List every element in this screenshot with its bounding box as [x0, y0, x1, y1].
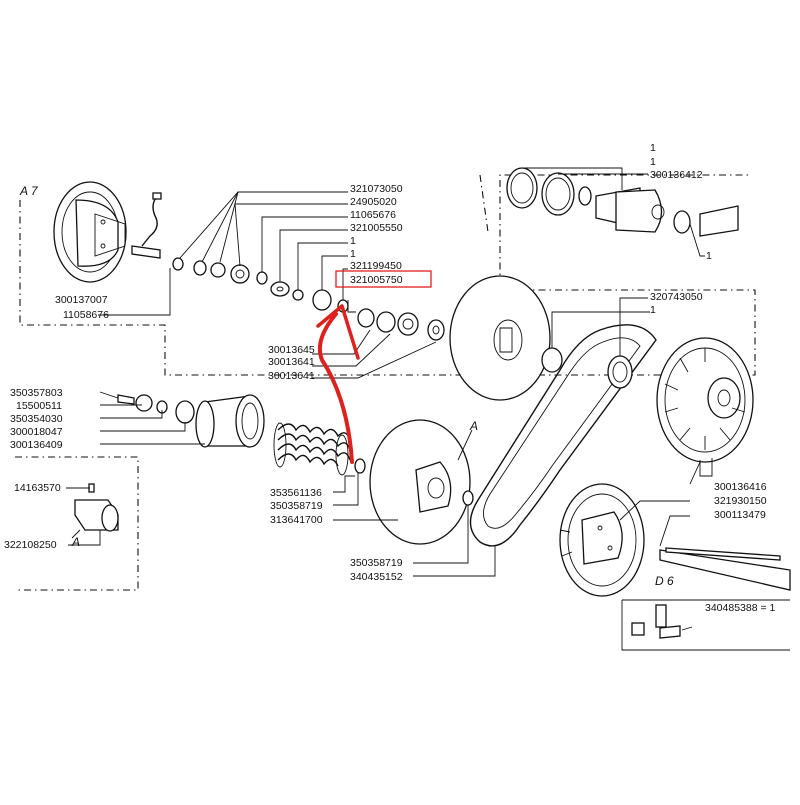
part-label: 350354030	[10, 413, 63, 425]
section-label-a-top: A	[469, 419, 478, 433]
part-label: 30013641	[268, 356, 315, 368]
highlight-arrow	[317, 312, 354, 464]
part-label: 11058676	[63, 309, 109, 321]
part-label: 300137007	[55, 294, 108, 306]
part-label-highlighted: 321005750	[350, 274, 403, 286]
coil-spring	[273, 422, 366, 476]
part-label: 14163570	[14, 482, 61, 494]
part-label: 321199450	[350, 260, 402, 272]
bushing-part	[74, 483, 119, 532]
part-label: 353561136	[270, 487, 322, 499]
part-label: 1	[650, 142, 656, 154]
part-labels: 321073050 24905020 11065676 321005550 1 …	[4, 142, 776, 614]
callout-lines-top	[98, 191, 348, 316]
highlight-box	[335, 270, 432, 288]
output-shaft	[659, 547, 791, 591]
part-label: 1	[350, 248, 356, 260]
part-label: 1	[650, 304, 656, 316]
part-label: 322108250	[4, 539, 57, 551]
section-label-a7: A 7	[19, 184, 39, 198]
part-label: 15500511	[16, 400, 62, 412]
part-label: 30013645	[268, 344, 315, 356]
drum-housing	[53, 181, 127, 283]
section-label-a-left: A	[71, 535, 80, 549]
bolt-parts-left	[117, 394, 195, 424]
part-label: 350358719	[350, 557, 403, 569]
part-label: 340485388 = 1	[705, 602, 776, 614]
highlight-arrow-head	[316, 304, 360, 360]
part-label: 300136409	[10, 439, 63, 451]
fan-pulley	[656, 337, 754, 477]
kit-box	[621, 599, 790, 651]
assembly-boundary	[15, 174, 756, 591]
part-label: 300136416	[714, 481, 767, 493]
section-label-d6: D 6	[655, 574, 674, 588]
part-label: 313641700	[270, 514, 323, 526]
part-label: 300018047	[10, 426, 63, 438]
shaft-assembly-top-right	[506, 167, 739, 257]
part-label: 30013641	[268, 370, 315, 382]
drive-belt	[469, 324, 657, 547]
leader-lines	[66, 297, 701, 577]
part-label: 350358719	[270, 500, 323, 512]
part-label: 321073050	[350, 183, 403, 195]
part-label: 320743050	[650, 291, 703, 303]
driven-pulley	[559, 483, 645, 597]
pulley-fixed-half	[449, 275, 563, 401]
part-label: 300113479	[714, 509, 766, 521]
part-label: 24905020	[350, 196, 397, 208]
part-label: 350357803	[10, 387, 63, 399]
cylinder-sleeve	[195, 394, 265, 448]
part-label: 11065676	[350, 209, 396, 221]
part-label: 1	[706, 250, 712, 262]
pulley-movable-half	[369, 419, 474, 545]
part-label: 1	[350, 235, 356, 247]
part-label: 300136412	[650, 169, 703, 181]
part-label: 340435152	[350, 571, 403, 583]
cable-sensor	[131, 192, 162, 259]
part-label: 1	[650, 156, 656, 168]
shaft-parts-top	[172, 257, 445, 341]
part-label: 321930150	[714, 495, 767, 507]
part-label: 321005550	[350, 222, 403, 234]
